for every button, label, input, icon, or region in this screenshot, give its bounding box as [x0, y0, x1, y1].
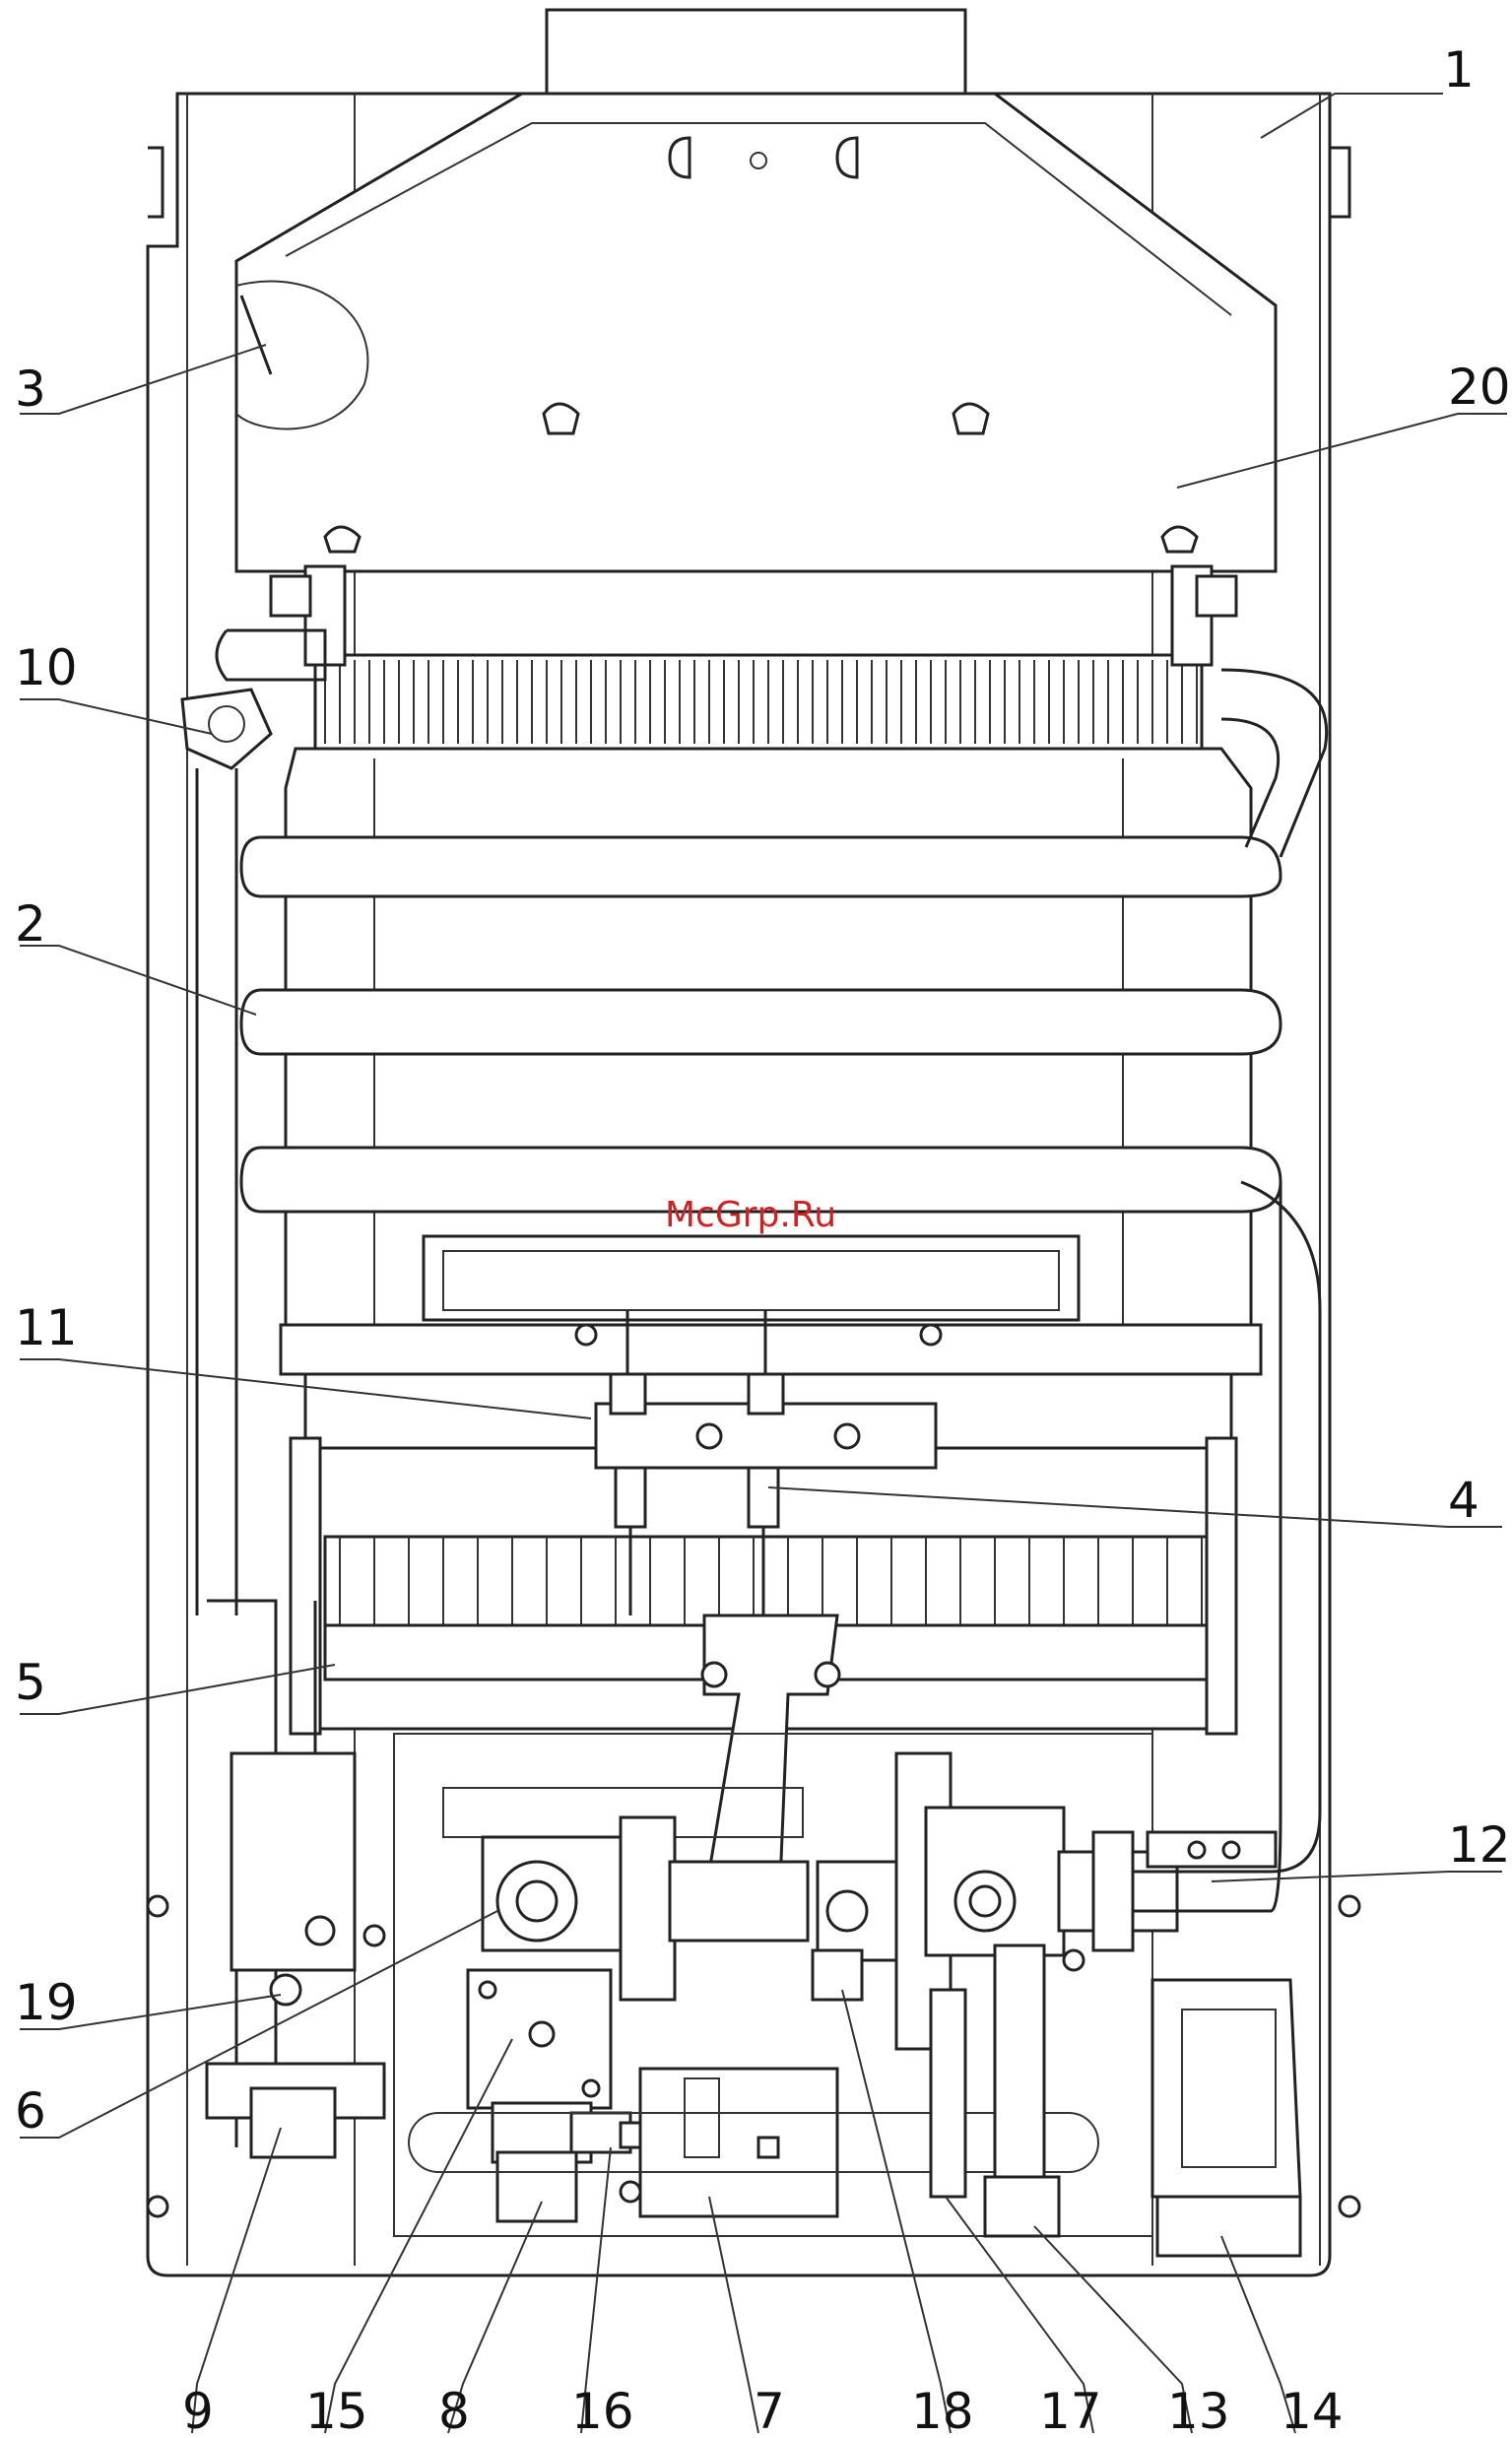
callout-2: 2 [15, 895, 46, 953]
callout-18: 18 [911, 2383, 974, 2438]
flue-outlet [547, 10, 965, 94]
draft-hood [236, 94, 1276, 571]
callout-8: 8 [438, 2383, 470, 2438]
callout-14: 14 [1281, 2383, 1344, 2438]
heat-exchanger [271, 566, 1236, 749]
callout-10: 10 [15, 639, 78, 696]
callout-6: 6 [15, 2082, 46, 2140]
callout-13: 13 [1167, 2383, 1230, 2438]
callout-7: 7 [754, 2383, 785, 2438]
callout-11: 11 [15, 1299, 78, 1356]
watermark: McGrp.Ru [665, 1195, 836, 1235]
callout-12: 12 [1448, 1816, 1511, 1874]
callout-1: 1 [1443, 41, 1475, 99]
callout-15: 15 [305, 2383, 368, 2438]
callout-4: 4 [1448, 1472, 1479, 1529]
callout-19: 19 [15, 1974, 78, 2031]
callout-3: 3 [15, 361, 46, 418]
solenoid-valve [493, 2103, 650, 2221]
callout-17: 17 [1039, 2383, 1102, 2438]
callout-16: 16 [571, 2383, 634, 2438]
callout-5: 5 [15, 1654, 46, 1711]
callout-9: 9 [182, 2383, 214, 2438]
microswitch [468, 1970, 611, 2108]
battery-box [1152, 1980, 1300, 2256]
callout-20: 20 [1448, 359, 1511, 416]
